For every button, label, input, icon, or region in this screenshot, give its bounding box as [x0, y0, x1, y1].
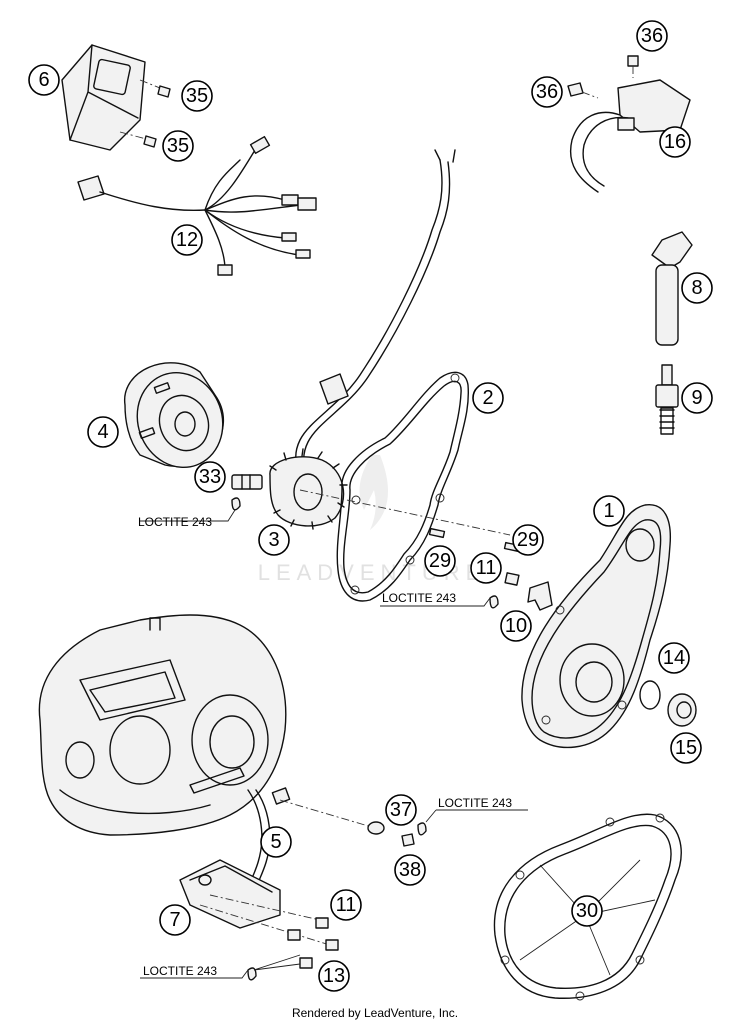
loctite-label: LOCTITE 243	[138, 515, 212, 529]
part-9-spark-plug[interactable]	[655, 364, 679, 435]
callout-13[interactable]: 13	[318, 960, 350, 992]
svg-text:1: 1	[603, 500, 614, 522]
part-2-cover-gasket[interactable]	[336, 371, 470, 602]
part-35-bolt[interactable]	[119, 131, 157, 148]
svg-text:10: 10	[505, 615, 527, 637]
callout-6[interactable]: 6	[28, 64, 60, 96]
svg-text:4: 4	[97, 421, 108, 443]
part-36-bolt[interactable]	[567, 82, 599, 99]
part-8-spark-plug-cap[interactable]	[651, 231, 693, 346]
callout-35[interactable]: 35	[162, 130, 194, 162]
part-35-bolt[interactable]	[139, 79, 171, 98]
svg-text:33: 33	[199, 466, 221, 488]
callout-2[interactable]: 2	[472, 382, 504, 414]
callout-36[interactable]: 36	[636, 20, 668, 52]
callout-12[interactable]: 12	[171, 224, 203, 256]
callout-15[interactable]: 15	[670, 732, 702, 764]
callout-5[interactable]: 5	[260, 826, 292, 858]
callout-37[interactable]: 37	[385, 794, 417, 826]
svg-text:29: 29	[429, 550, 451, 572]
svg-text:8: 8	[691, 277, 702, 299]
svg-text:35: 35	[186, 85, 208, 107]
part-11-screw[interactable]	[315, 917, 329, 929]
callout-10[interactable]: 10	[500, 610, 532, 642]
footer-credit: Rendered by LeadVenture, Inc.	[291, 1006, 459, 1020]
callout-14[interactable]: 14	[658, 642, 690, 674]
part-7-holder[interactable]	[179, 859, 331, 946]
callout-11[interactable]: 11	[330, 889, 362, 921]
svg-text:29: 29	[517, 529, 539, 551]
svg-text:11: 11	[336, 894, 357, 916]
part-12-wiring-harness[interactable]	[77, 135, 317, 276]
loctite-label: LOCTITE 243	[143, 964, 217, 978]
part-33-rotor-bolt[interactable]	[140, 474, 263, 522]
callout-29[interactable]: 29	[512, 524, 544, 556]
callout-36[interactable]: 36	[531, 76, 563, 108]
svg-text:11: 11	[476, 557, 497, 579]
callout-38[interactable]: 38	[394, 854, 426, 886]
crankcase-reference	[38, 614, 287, 836]
part-6-ecu-box[interactable]	[61, 44, 146, 151]
callout-35[interactable]: 35	[181, 80, 213, 112]
svg-text:36: 36	[641, 25, 663, 47]
svg-text:16: 16	[664, 131, 686, 153]
svg-text:15: 15	[675, 737, 697, 759]
callout-16[interactable]: 16	[659, 126, 691, 158]
svg-text:14: 14	[663, 647, 685, 669]
loctite-label: LOCTITE 243	[438, 796, 512, 810]
part-16-ignition-coil[interactable]	[570, 79, 691, 193]
callout-30[interactable]: 30	[571, 895, 603, 927]
callout-3[interactable]: 3	[258, 524, 290, 556]
part-38-screw[interactable]	[401, 833, 415, 847]
callout-9[interactable]: 9	[681, 382, 713, 414]
callout-29[interactable]: 29	[424, 545, 456, 577]
callout-11[interactable]: 11	[470, 552, 502, 584]
svg-text:2: 2	[482, 387, 493, 409]
svg-text:5: 5	[270, 831, 281, 853]
svg-text:9: 9	[691, 387, 702, 409]
svg-text:35: 35	[167, 135, 189, 157]
callout-7[interactable]: 7	[159, 904, 191, 936]
svg-text:36: 36	[536, 81, 558, 103]
part-3-stator-cable[interactable]	[295, 149, 456, 487]
part-1-ignition-cover[interactable]	[521, 504, 672, 749]
callout-8[interactable]: 8	[681, 272, 713, 304]
svg-text:3: 3	[268, 529, 279, 551]
part-36-bolt[interactable]	[627, 55, 639, 78]
part-4-flywheel-rotor[interactable]	[124, 361, 236, 480]
svg-text:37: 37	[390, 799, 412, 821]
svg-text:38: 38	[399, 859, 421, 881]
part-14-o-ring[interactable]	[639, 680, 661, 710]
part-13-screw[interactable]	[140, 929, 339, 981]
part-29-dowel-pin[interactable]	[299, 489, 511, 539]
callout-1[interactable]: 1	[593, 495, 625, 527]
part-37-washer[interactable]	[367, 821, 427, 836]
part-11-screw[interactable]	[380, 572, 520, 609]
loctite-label: LOCTITE 243	[382, 591, 456, 605]
svg-text:30: 30	[576, 900, 598, 922]
svg-text:7: 7	[169, 909, 180, 931]
svg-text:12: 12	[176, 229, 198, 251]
part-3-stator[interactable]	[269, 448, 348, 530]
svg-text:13: 13	[323, 965, 345, 987]
callout-4[interactable]: 4	[87, 416, 119, 448]
part-10-bracket[interactable]	[527, 581, 553, 611]
svg-text:6: 6	[38, 69, 49, 91]
part-15-screw-plug[interactable]	[667, 693, 697, 727]
callout-33[interactable]: 33	[194, 461, 226, 493]
